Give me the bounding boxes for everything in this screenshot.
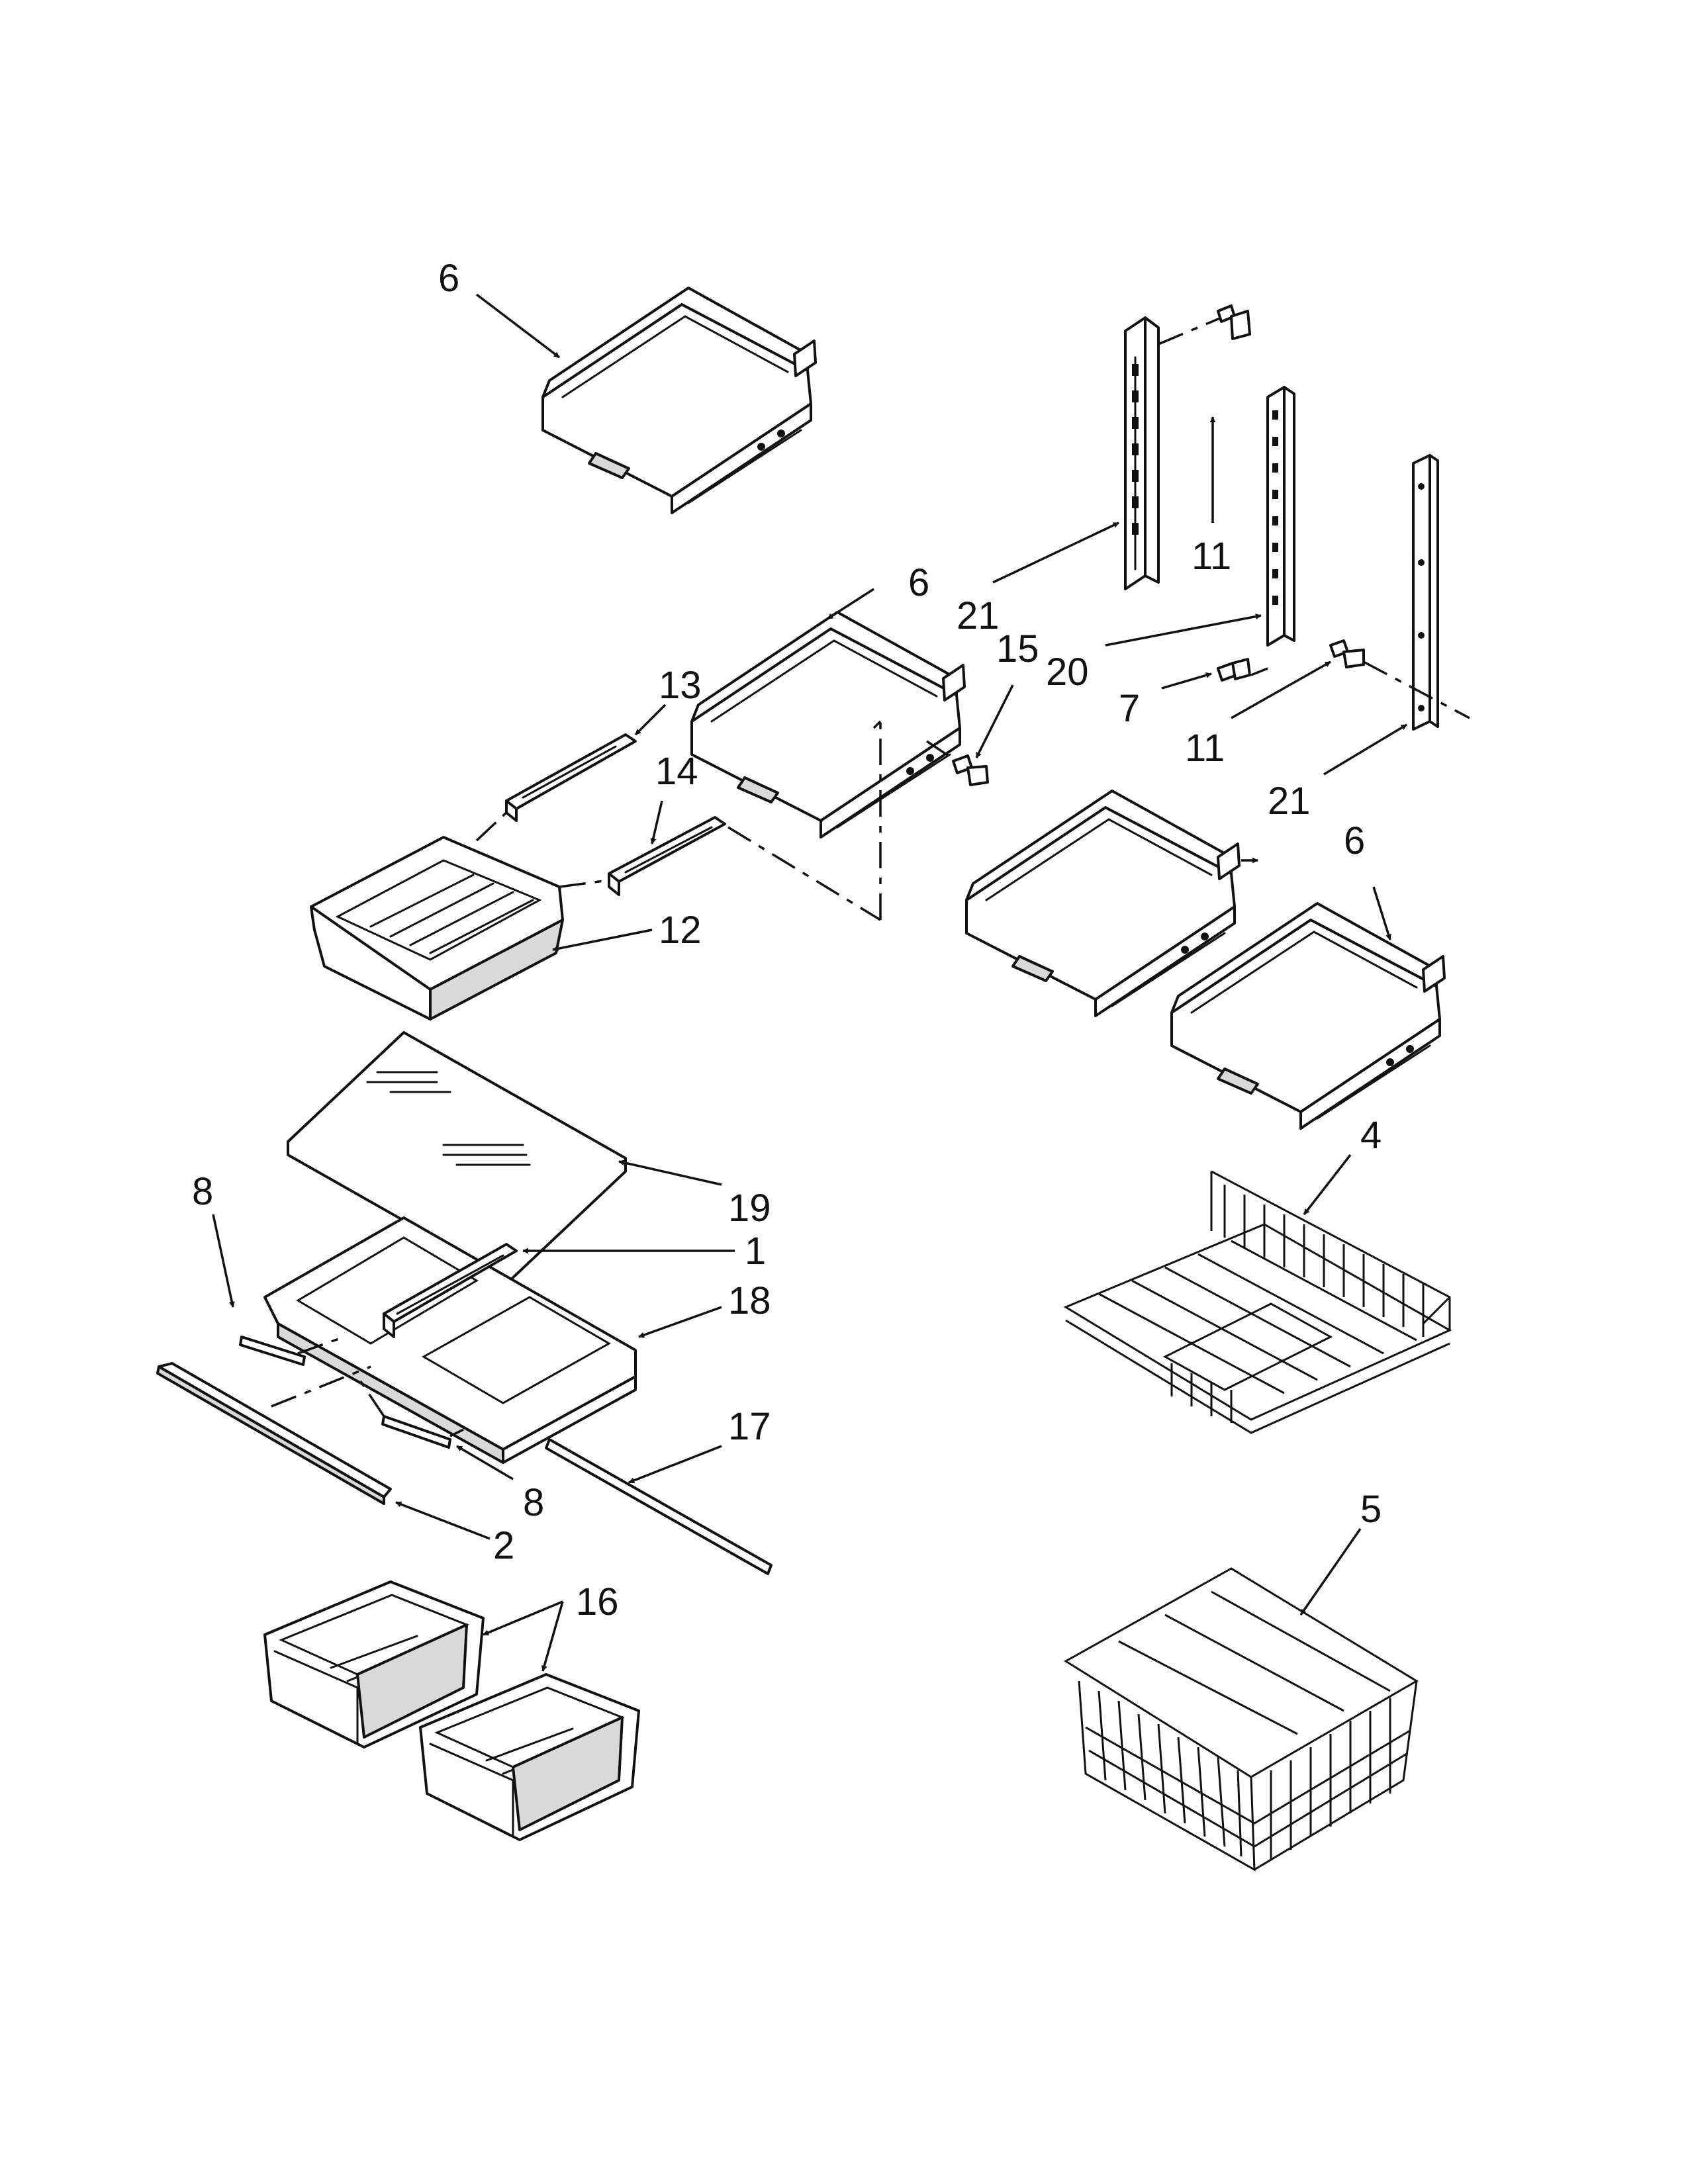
callout-17: 17 bbox=[728, 1405, 771, 1448]
callout-14: 14 bbox=[655, 750, 698, 793]
callout-8-right: 8 bbox=[523, 1481, 544, 1524]
bracket-part-8-left bbox=[239, 1336, 306, 1366]
callout-12: 12 bbox=[659, 909, 702, 952]
bracket-part-8-right bbox=[381, 1415, 451, 1449]
callout-11-lower: 11 bbox=[1185, 727, 1225, 770]
leader-lines bbox=[212, 293, 1407, 1672]
wire-basket-part-5 bbox=[1064, 1567, 1419, 1872]
assembly-line-drawer-12 bbox=[475, 720, 882, 921]
callout-13: 13 bbox=[659, 664, 702, 707]
callout-5: 5 bbox=[1360, 1488, 1382, 1531]
callout-19: 19 bbox=[728, 1187, 771, 1230]
assembly-line-frame-18 bbox=[271, 1336, 464, 1437]
callout-1: 1 bbox=[745, 1230, 766, 1273]
slide-part-13 bbox=[505, 733, 637, 822]
screw-part-11-upper bbox=[1217, 304, 1251, 340]
shelf-part-6-top bbox=[541, 287, 817, 514]
callout-16: 16 bbox=[576, 1580, 619, 1623]
trim-part-2 bbox=[156, 1362, 392, 1505]
callout-21-right: 21 bbox=[1268, 780, 1311, 823]
callout-18: 18 bbox=[728, 1279, 771, 1322]
callout-11-upper: 11 bbox=[1192, 535, 1231, 578]
wire-shelf-part-4 bbox=[1063, 1170, 1452, 1434]
callout-8-left: 8 bbox=[192, 1170, 213, 1213]
callout-2: 2 bbox=[493, 1524, 514, 1567]
divider-part-1 bbox=[383, 1243, 518, 1338]
crisper-cover-frame-part-18 bbox=[263, 1216, 637, 1464]
screw-part-15 bbox=[952, 754, 989, 786]
callout-20: 20 bbox=[1046, 651, 1089, 694]
callout-6-right-a: 6 bbox=[1344, 819, 1365, 862]
callout-4: 4 bbox=[1360, 1114, 1382, 1157]
rail-part-21-right bbox=[1412, 454, 1439, 731]
callout-6-middle: 6 bbox=[908, 561, 929, 604]
slide-part-14 bbox=[608, 816, 726, 896]
shelf-part-6-middle bbox=[690, 611, 966, 839]
callout-21-left: 21 bbox=[957, 594, 1000, 637]
screw-part-11-lower bbox=[1329, 639, 1365, 668]
rail-part-20 bbox=[1266, 386, 1295, 647]
callout-7: 7 bbox=[1119, 687, 1140, 730]
crisper-drawer-part-12 bbox=[310, 836, 564, 1021]
callout-labels: 6 6 6 6 21 11 15 20 7 11 21 13 14 12 19 … bbox=[192, 257, 1382, 1623]
assembly-line-rails bbox=[926, 316, 1470, 762]
rail-part-21-left bbox=[1124, 316, 1160, 590]
rod-part-17 bbox=[545, 1438, 773, 1575]
callout-6-top: 6 bbox=[438, 257, 459, 300]
callout-15: 15 bbox=[996, 627, 1039, 670]
glass-shelf-part-19 bbox=[287, 1031, 627, 1282]
screw-part-7 bbox=[1217, 658, 1251, 682]
